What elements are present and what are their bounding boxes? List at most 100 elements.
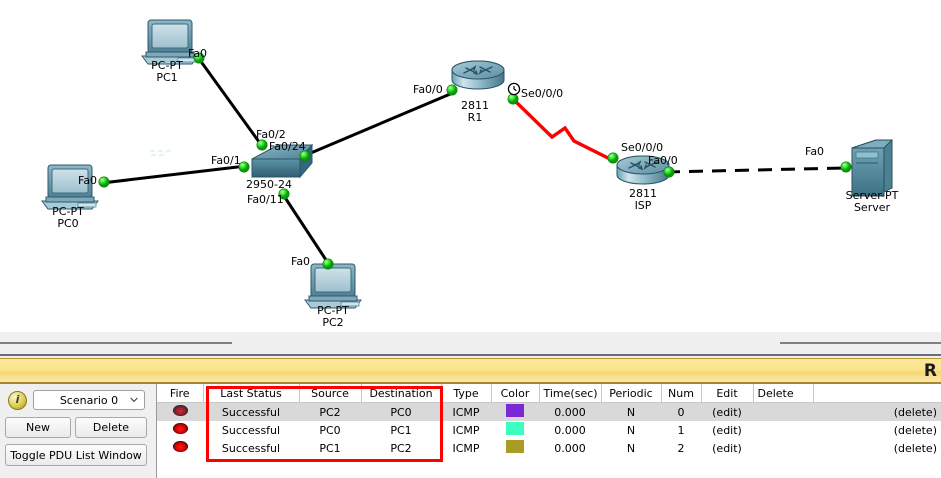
cell-destination: PC0 — [361, 402, 441, 421]
pdu-table-body: Successful PC2 PC0 ICMP 0.000 N 0 (edit)… — [157, 402, 941, 457]
link-pc1-switch[interactable] — [195, 55, 264, 147]
table-row[interactable]: Successful PC1 PC2 ICMP 0.000 N 2 (edit)… — [157, 439, 941, 457]
link-status-leds — [98, 52, 852, 270]
cell-num: 0 — [661, 402, 701, 421]
cell-delete-spacer — [753, 402, 813, 421]
cell-num: 1 — [661, 421, 701, 439]
device-router-isp[interactable] — [616, 155, 670, 185]
cell-delete[interactable]: (delete) — [813, 402, 941, 421]
topology-canvas[interactable] — [0, 0, 941, 332]
delete-scenario-button[interactable]: Delete — [75, 417, 147, 438]
table-row[interactable]: Successful PC0 PC1 ICMP 0.000 N 1 (edit)… — [157, 421, 941, 439]
cell-delete-spacer — [753, 421, 813, 439]
cell-periodic: N — [601, 439, 661, 457]
pdu-color-swatch — [506, 440, 524, 453]
info-icon — [8, 390, 27, 410]
realtime-panel-titlebar: R — [0, 358, 941, 384]
cell-last-status: Successful — [203, 421, 299, 439]
fire-indicator-icon[interactable] — [172, 423, 188, 434]
chevron-down-icon — [130, 397, 138, 403]
link-isp-server[interactable] — [665, 166, 846, 174]
col-header-periodic[interactable]: Periodic — [601, 384, 662, 403]
cell-type: ICMP — [441, 402, 491, 421]
cell-last-status: Successful — [203, 402, 299, 421]
cell-periodic: N — [601, 402, 661, 421]
scenario-select[interactable]: Scenario 0 — [33, 390, 145, 410]
scenario-row: Scenario 0 — [8, 390, 145, 410]
col-header-spacer — [813, 384, 941, 403]
col-header-color[interactable]: Color — [491, 384, 540, 403]
link-switch-pc2[interactable] — [282, 195, 332, 267]
fire-indicator-icon[interactable] — [172, 441, 188, 452]
fire-indicator-icon[interactable] — [172, 405, 188, 416]
port-label-pc0-fa0: Fa0 — [78, 174, 98, 187]
col-header-num[interactable]: Num — [661, 384, 702, 403]
port-label-server-fa0: Fa0 — [805, 145, 825, 158]
device-server[interactable] — [851, 139, 894, 197]
cell-source: PC2 — [299, 402, 361, 421]
port-label-switch-fa0-24: Fa0/24 — [269, 140, 306, 153]
pdu-list-table-wrap[interactable]: Fire Last Status Source Destination Type… — [157, 384, 941, 478]
link-pc0-switch[interactable] — [101, 164, 247, 185]
link-r1-isp-serial[interactable] — [512, 98, 613, 162]
device-pc2[interactable] — [304, 263, 362, 309]
pdu-list-table[interactable]: Fire Last Status Source Destination Type… — [157, 384, 941, 457]
cell-num: 2 — [661, 439, 701, 457]
port-label-switch-fa0-11: Fa0/11 — [247, 193, 284, 206]
cell-source: PC1 — [299, 439, 361, 457]
col-header-edit[interactable]: Edit — [701, 384, 754, 403]
splitter-line-bottom — [0, 354, 941, 356]
device-router-r1[interactable] — [451, 60, 505, 90]
col-header-fire[interactable]: Fire — [157, 384, 204, 403]
toggle-pdu-list-window-button[interactable]: Toggle PDU List Window — [5, 444, 147, 466]
cell-color — [491, 439, 539, 457]
cell-fire[interactable] — [157, 402, 203, 421]
table-row[interactable]: Successful PC2 PC0 ICMP 0.000 N 0 (edit)… — [157, 402, 941, 421]
port-label-isp-fa0-0: Fa0/0 — [648, 154, 678, 167]
simulation-bottom-panel: Scenario 0 New Delete Toggle PDU List Wi… — [0, 384, 941, 478]
cell-fire[interactable] — [157, 439, 203, 457]
device-pc0[interactable] — [41, 164, 99, 210]
port-label-pc1-fa0: Fa0 — [188, 47, 208, 60]
link-switch-r1[interactable] — [298, 90, 456, 160]
cell-periodic: N — [601, 421, 661, 439]
device-pc1[interactable] — [141, 19, 199, 65]
col-header-type[interactable]: Type — [441, 384, 492, 403]
scenario-controls-pane: Scenario 0 New Delete Toggle PDU List Wi… — [0, 384, 157, 478]
pdu-color-swatch — [506, 422, 524, 435]
cell-edit[interactable]: (edit) — [701, 439, 753, 457]
col-header-source[interactable]: Source — [299, 384, 362, 403]
network-topology-workspace[interactable]: PC-PT PC1 PC-PT PC0 PC-PT PC2 2811 R1 28… — [0, 0, 941, 332]
cell-edit[interactable]: (edit) — [701, 402, 753, 421]
col-header-time[interactable]: Time(sec) — [539, 384, 602, 403]
port-label-switch-fa0-1: Fa0/1 — [211, 154, 241, 167]
cell-time: 0.000 — [539, 421, 601, 439]
scenario-selected-value: Scenario 0 — [59, 393, 119, 407]
col-header-destination[interactable]: Destination — [361, 384, 442, 403]
cell-source: PC0 — [299, 421, 361, 439]
cell-destination: PC1 — [361, 421, 441, 439]
new-scenario-button[interactable]: New — [5, 417, 71, 438]
panel-splitter[interactable] — [0, 332, 941, 358]
cell-time: 0.000 — [539, 439, 601, 457]
cell-last-status: Successful — [203, 439, 299, 457]
pdu-table-header-row: Fire Last Status Source Destination Type… — [157, 384, 941, 403]
cell-type: ICMP — [441, 421, 491, 439]
port-label-r1-fa0-0: Fa0/0 — [413, 83, 443, 96]
port-label-switch-fa0-2: Fa0/2 — [256, 128, 286, 141]
col-header-last-status[interactable]: Last Status — [203, 384, 300, 403]
cell-fire[interactable] — [157, 421, 203, 439]
cell-type: ICMP — [441, 439, 491, 457]
cell-delete[interactable]: (delete) — [813, 439, 941, 457]
cell-delete[interactable]: (delete) — [813, 421, 941, 439]
col-header-delete[interactable]: Delete — [753, 384, 814, 403]
cell-edit[interactable]: (edit) — [701, 421, 753, 439]
device-model-switch: 2950-24 — [246, 178, 292, 191]
cell-destination: PC2 — [361, 439, 441, 457]
port-label-pc2-fa0: Fa0 — [291, 255, 311, 268]
splitter-grip[interactable] — [232, 342, 780, 344]
panel-title-text: R — [923, 361, 937, 381]
dce-clock-icon — [507, 82, 521, 96]
device-switch-2950[interactable] — [149, 143, 314, 179]
cell-color — [491, 421, 539, 439]
